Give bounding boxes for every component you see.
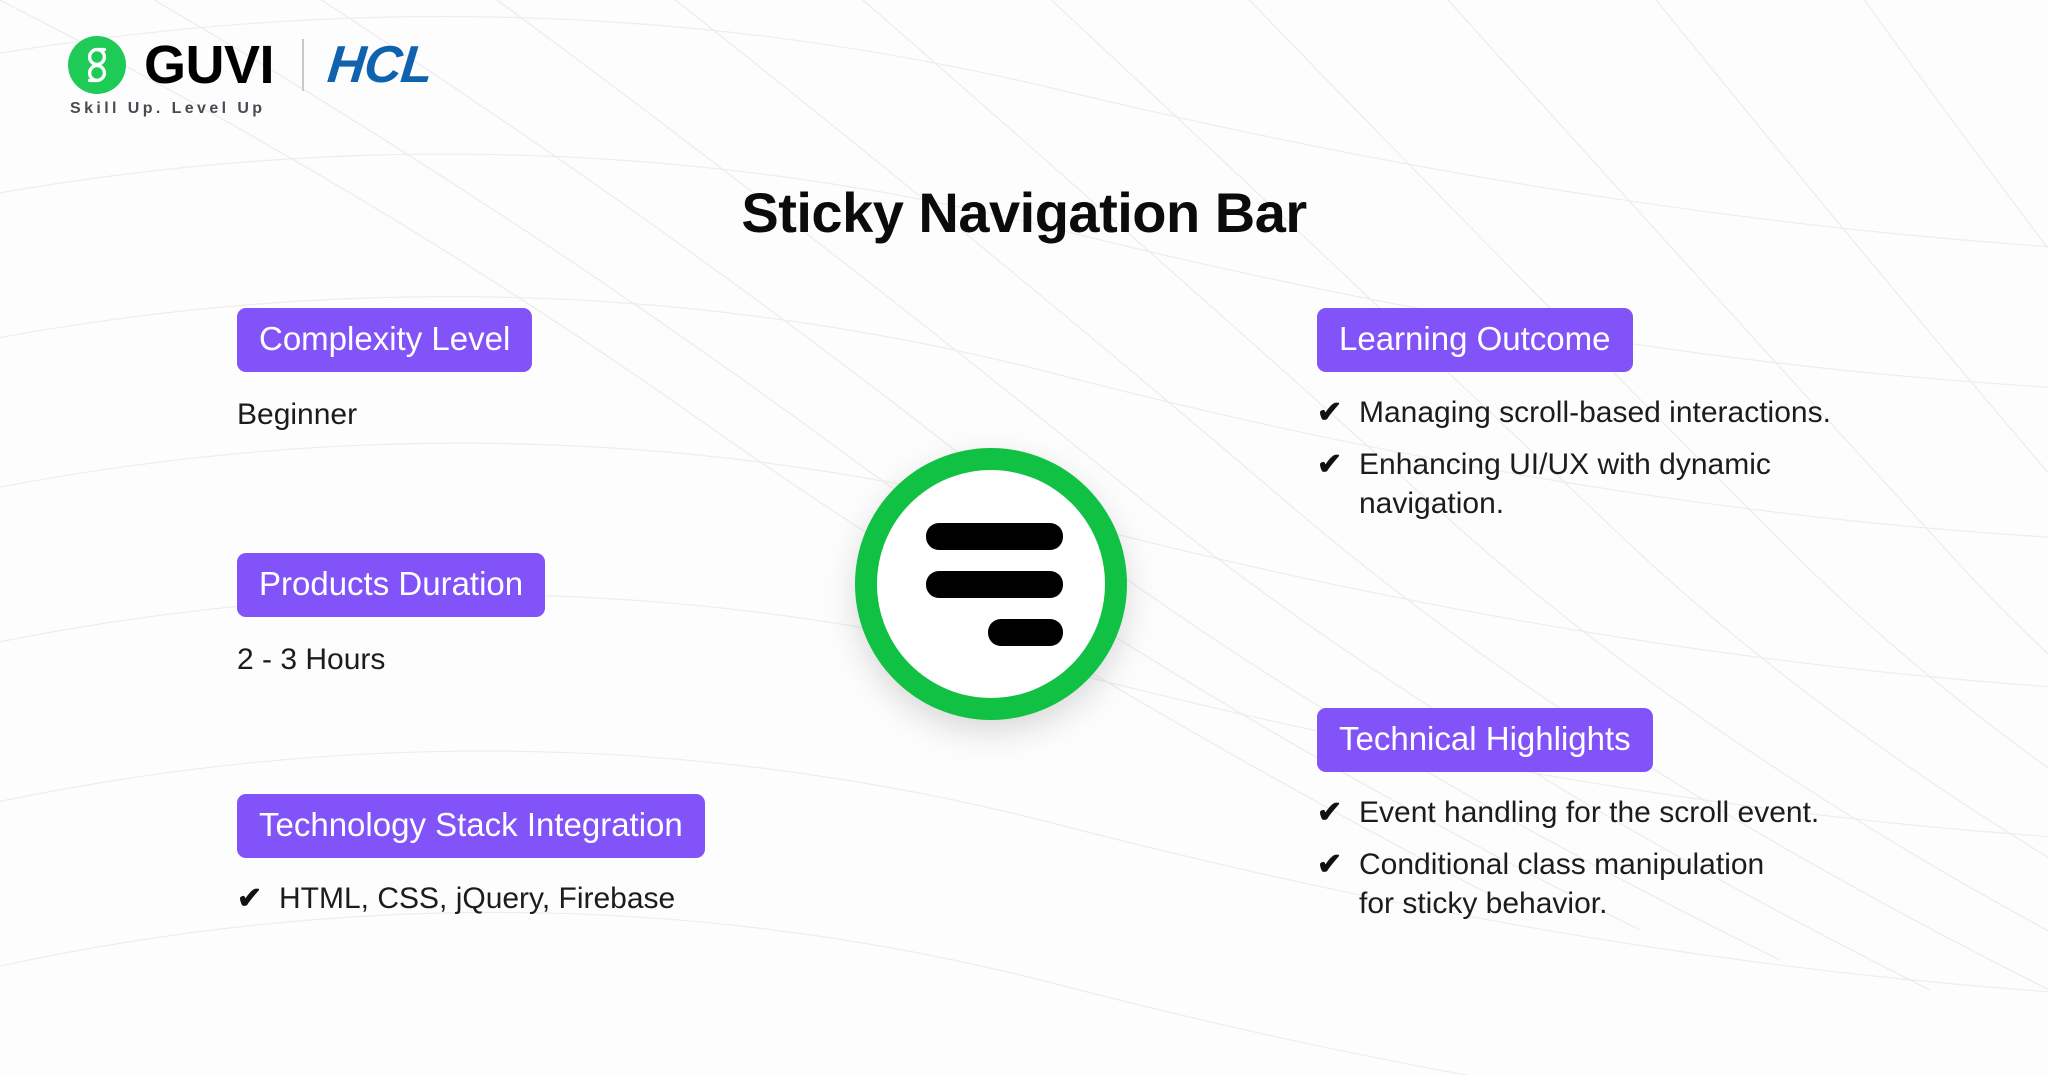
list-item: ✔ Conditional class manipulation for sti… (1317, 846, 2017, 923)
menu-bar-middle (926, 570, 1063, 598)
section-products-duration: Products Duration 2 - 3 Hours (237, 553, 797, 679)
hcl-wordmark: HCL (324, 36, 435, 94)
menu-bar-top (926, 522, 1063, 550)
check-icon: ✔ (237, 882, 263, 915)
list-item: ✔ HTML, CSS, jQuery, Firebase (237, 880, 877, 918)
hamburger-menu-icon (855, 448, 1127, 720)
section-learning-outcome: Learning Outcome ✔ Managing scroll-based… (1317, 308, 2017, 537)
brand-lockup: GUVI HCL Skill Up. Level Up (68, 35, 435, 118)
technical-highlights-list: ✔ Event handling for the scroll event. ✔… (1317, 794, 2017, 923)
page-title: Sticky Navigation Bar (741, 181, 1307, 244)
section-complexity-level: Complexity Level Beginner (237, 308, 797, 434)
list-item: ✔ Enhancing UI/UX with dynamic navigatio… (1317, 446, 2017, 523)
list-item-label: Event handling for the scroll event. (1359, 796, 1820, 829)
complexity-level-value: Beginner (237, 398, 358, 431)
list-item: ✔ Event handling for the scroll event. (1317, 794, 2017, 832)
guvi-wordmark: GUVI (144, 35, 275, 95)
badge-wrap: Technical Highlights (1317, 708, 2017, 772)
list-item-label: Managing scroll-based interactions. (1359, 396, 1831, 429)
list-item-label: Conditional class manipulation for stick… (1359, 848, 1765, 920)
check-icon: ✔ (1317, 396, 1343, 429)
check-icon: ✔ (1317, 848, 1343, 882)
section-badge: Complexity Level (237, 308, 533, 372)
badge-wrap: Complexity Level (237, 308, 797, 372)
list-item-label: HTML, CSS, jQuery, Firebase (279, 882, 676, 915)
section-badge: Learning Outcome (1317, 308, 1633, 372)
badge-wrap: Learning Outcome (1317, 308, 2017, 372)
list-item: ✔ Managing scroll-based interactions. (1317, 394, 2017, 432)
brand-divider (302, 39, 305, 91)
products-duration-value: 2 - 3 Hours (237, 643, 386, 676)
check-icon: ✔ (1317, 448, 1343, 482)
list-item-label: Enhancing UI/UX with dynamic navigation. (1359, 448, 1771, 520)
guvi-g-icon (68, 36, 126, 94)
brand-logos-row: GUVI HCL (68, 35, 435, 95)
menu-bar-bottom (988, 618, 1063, 646)
badge-wrap: Technology Stack Integration (237, 794, 877, 858)
check-icon: ✔ (1317, 796, 1343, 829)
section-technical-highlights: Technical Highlights ✔ Event handling fo… (1317, 708, 2017, 937)
section-badge: Technical Highlights (1317, 708, 1653, 772)
section-badge: Technology Stack Integration (237, 794, 705, 858)
emblem-inner-disc (877, 470, 1105, 698)
section-badge: Products Duration (237, 553, 546, 617)
technology-stack-list: ✔ HTML, CSS, jQuery, Firebase (237, 880, 877, 918)
badge-wrap: Products Duration (237, 553, 797, 617)
brand-tagline: Skill Up. Level Up (70, 100, 266, 117)
section-technology-stack: Technology Stack Integration ✔ HTML, CSS… (237, 794, 877, 932)
learning-outcome-list: ✔ Managing scroll-based interactions. ✔ … (1317, 394, 2017, 523)
